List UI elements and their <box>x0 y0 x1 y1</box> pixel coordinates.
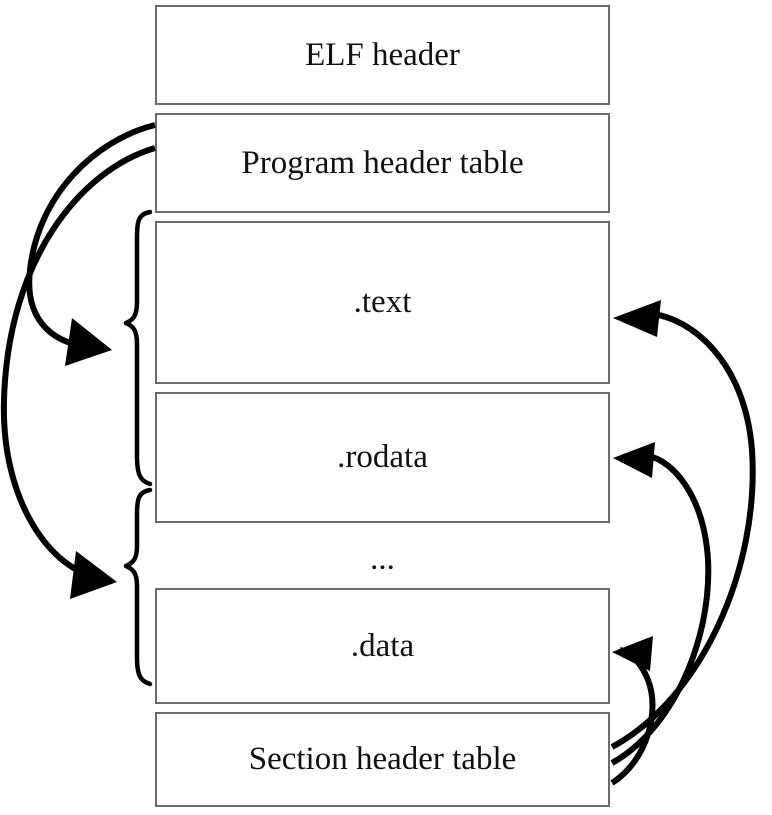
arrow-shdr-to-text <box>610 300 756 750</box>
arrow-shdr-to-rodata-head <box>613 442 655 478</box>
box-text-section-label: .text <box>353 284 412 320</box>
box-text-section: .text <box>155 221 610 384</box>
arrow-shdr-to-text-head <box>613 300 661 337</box>
arrow-phdr-to-upper-segment-line <box>26 122 156 350</box>
box-rodata-section: .rodata <box>155 392 610 523</box>
arrow-shdr-to-text-line <box>610 311 756 750</box>
box-elf-header: ELF header <box>155 5 610 105</box>
arrow-phdr-to-upper-segment <box>26 122 156 366</box>
box-data-section-label: .data <box>350 627 415 664</box>
brace-lower-segment <box>123 487 153 687</box>
box-ellipsis-section: ... <box>155 531 610 588</box>
box-elf-header-label: ELF header <box>305 36 460 73</box>
box-rodata-section-label: .rodata <box>337 439 428 475</box>
arrow-shdr-to-data-head <box>612 636 653 671</box>
box-data-section: .data <box>155 588 610 704</box>
arrow-phdr-to-lower-segment-head <box>70 551 117 599</box>
arrow-phdr-to-upper-segment-head <box>65 318 112 366</box>
box-section-header-table-label: Section header table <box>248 741 517 777</box>
arrow-shdr-to-data <box>610 636 656 786</box>
brace-upper-segment-shape <box>123 209 153 487</box>
box-section-header-table: Section header table <box>155 712 610 807</box>
brace-upper-segment <box>123 209 153 487</box>
arrow-shdr-to-data-line <box>610 647 656 786</box>
arrow-phdr-to-lower-segment <box>0 145 156 599</box>
box-program-header-table: Program header table <box>155 113 610 213</box>
box-ellipsis-section-label: ... <box>370 541 395 577</box>
box-program-header-table-label: Program header table <box>241 144 524 181</box>
brace-lower-segment-shape <box>123 487 153 687</box>
arrow-shdr-to-rodata-line <box>610 453 712 766</box>
arrow-shdr-to-rodata <box>610 442 712 766</box>
arrow-phdr-to-lower-segment-line <box>0 145 156 581</box>
